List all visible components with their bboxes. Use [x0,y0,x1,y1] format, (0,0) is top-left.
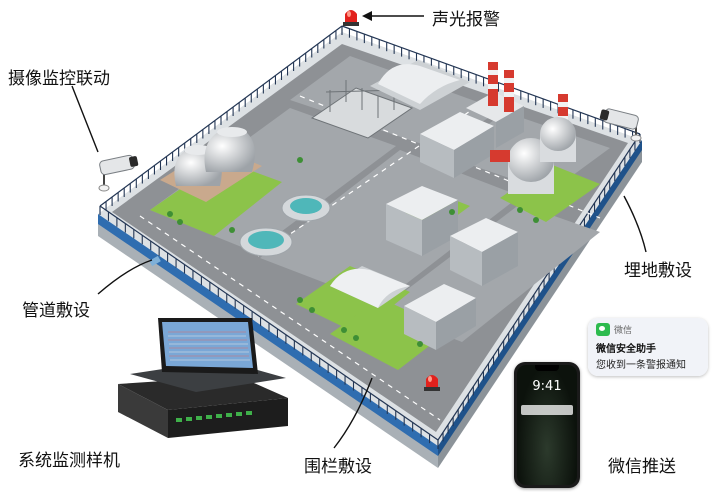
tree [297,157,303,163]
camera-leader [71,85,99,153]
notification-title: 微信安全助手 [596,344,656,355]
warehouses-bottom [330,266,476,350]
plant-buildings-right [420,92,524,178]
pipe-leader [97,259,153,295]
alarm-light-bottom [424,375,440,391]
pipe-label: 管道敷设 [22,301,90,321]
fence-label: 围栏敷设 [304,457,372,477]
tree [167,211,173,217]
alarm-light-top [343,10,359,26]
notification-message: 您收到一条警报通知 [596,360,686,371]
wechat-icon [596,323,610,336]
camera-left [98,154,139,192]
smartphone: 9:41 [514,362,580,488]
tree [517,207,523,213]
monitoring-host [118,318,288,438]
wechat-notification: 微信 微信安全助手 您收到一条警报通知 [588,318,708,376]
tree [341,327,347,333]
phone-notch [535,365,559,371]
treatment-pools [239,194,331,257]
phone-notification-banner [521,405,573,415]
trees [167,157,539,347]
tree [309,307,315,313]
buried-label: 埋地敷设 [624,261,692,281]
tree [177,219,183,225]
wechat-push-label: 微信推送 [608,457,676,477]
alarm-label: 声光报警 [432,10,500,30]
tree [353,335,359,341]
tree [297,297,303,303]
alarm-arrowhead [362,11,372,21]
phone-screen: 9:41 [517,365,577,485]
phone-clock: 9:41 [532,379,562,394]
hangar-top [370,60,470,110]
tree [533,217,539,223]
substation [310,80,414,139]
camera-label: 摄像监控联动 [8,69,110,89]
fence-posts [99,26,641,449]
fence-leader [333,377,373,449]
host-label: 系统监测样机 [18,451,120,471]
camera-right [599,108,642,142]
callout-lines [71,11,647,449]
cooling-towers [160,127,262,202]
notification-app-name: 微信 [614,326,633,336]
tree [449,209,455,215]
buried-leader [623,195,647,253]
pipe-marker [149,255,161,267]
center-buildings [386,186,518,286]
tree [229,227,235,233]
tree [417,341,423,347]
reactor-domes [490,117,576,194]
